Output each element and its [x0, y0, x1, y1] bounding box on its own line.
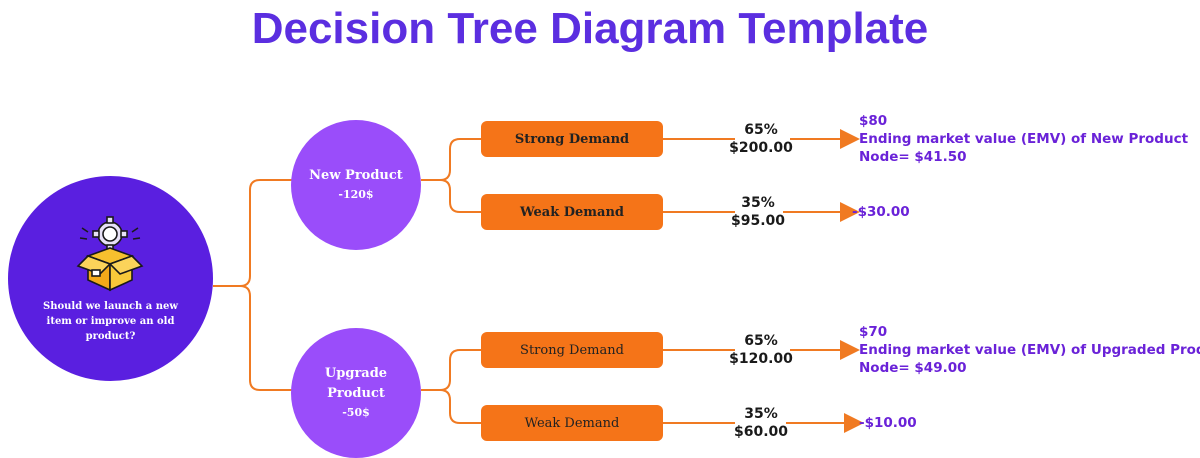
- box-with-gear-icon: [76, 216, 144, 292]
- link-root-new: [213, 179, 292, 287]
- option-cost: -120$: [338, 188, 374, 201]
- result-line: Node= $49.00: [859, 360, 967, 376]
- payoff: $200.00: [729, 140, 793, 156]
- payoff: $120.00: [729, 351, 793, 367]
- link-upgrade-weak: [421, 389, 481, 424]
- result-line: $70: [859, 324, 888, 340]
- demand-box-upgrade-weak: Weak Demand: [481, 405, 663, 441]
- branch-probability-payoff: 35% $60.00: [716, 405, 806, 441]
- option-name: Upgrade Product: [324, 366, 388, 401]
- page-title: Decision Tree Diagram Template: [251, 4, 929, 53]
- payoff: $60.00: [733, 424, 789, 440]
- result-line: -$10.00: [859, 415, 917, 431]
- root-question: Should we launch a new item or improve a…: [42, 301, 179, 342]
- demand-box-new-strong: Strong Demand: [481, 121, 663, 157]
- branch-probability-payoff: 65% $200.00: [716, 121, 806, 157]
- result-new-weak: -$30.00: [852, 203, 910, 221]
- option-name: New Product: [309, 168, 403, 183]
- result-upgrade-weak: -$10.00: [859, 414, 917, 432]
- result-line: $80: [859, 113, 888, 129]
- probability: 65%: [744, 122, 778, 138]
- result-line: Ending market value (EMV) of Upgraded Pr…: [859, 342, 1200, 358]
- result-upgrade-strong: $70 Ending market value (EMV) of Upgrade…: [859, 323, 1200, 377]
- option-cost: -50$: [342, 406, 370, 419]
- demand-box-upgrade-strong: Strong Demand: [481, 332, 663, 368]
- demand-box-new-weak: Weak Demand: [481, 194, 663, 230]
- result-line: -$30.00: [852, 204, 910, 220]
- probability: 35%: [744, 406, 778, 422]
- payoff: $95.00: [730, 213, 786, 229]
- branch-probability-payoff: 65% $120.00: [716, 332, 806, 368]
- probability: 65%: [744, 333, 778, 349]
- link-root-upgrade: [213, 285, 292, 391]
- root-decision-node: Should we launch a new item or improve a…: [8, 176, 213, 381]
- probability: 35%: [741, 195, 775, 211]
- link-upgrade-strong: [421, 349, 481, 391]
- option-node-upgrade-product: Upgrade Product -50$: [291, 328, 421, 458]
- result-new-strong: $80 Ending market value (EMV) of New Pro…: [859, 112, 1188, 166]
- link-new-weak: [421, 179, 481, 213]
- result-line: Node= $41.50: [859, 149, 967, 165]
- result-line: Ending market value (EMV) of New Product: [859, 131, 1189, 147]
- link-new-strong: [421, 138, 481, 181]
- option-node-new-product: New Product -120$: [291, 120, 421, 250]
- branch-probability-payoff: 35% $95.00: [713, 194, 803, 230]
